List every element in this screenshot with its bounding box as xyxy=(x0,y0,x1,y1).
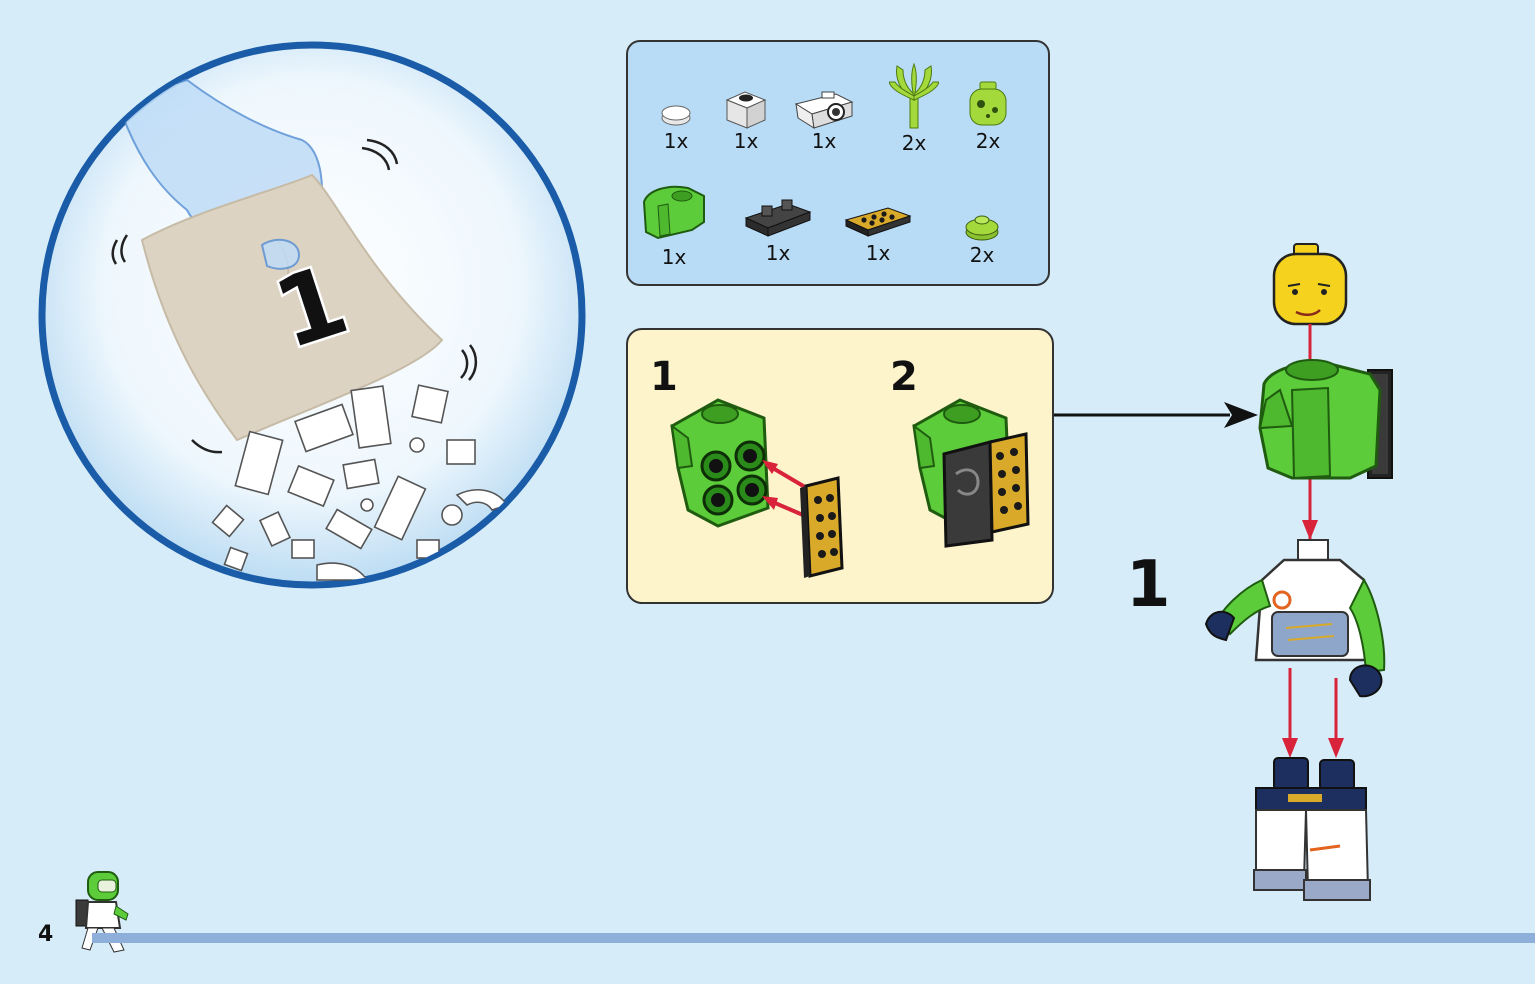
part-qty: 1x xyxy=(661,245,687,269)
step-number: 1 xyxy=(1126,548,1171,622)
substep-number: 2 xyxy=(890,354,918,400)
part-qty: 1x xyxy=(663,129,689,153)
part-item: 1x xyxy=(738,192,818,264)
part-item: 1x xyxy=(634,182,714,268)
page-number: 4 xyxy=(38,922,54,947)
part-item: 1x xyxy=(838,200,918,264)
minifig-runner-icon xyxy=(75,871,129,953)
camera-white-icon xyxy=(794,91,854,129)
minifig-head-lime-icon xyxy=(969,81,1007,126)
part-qty: 2x xyxy=(975,129,1001,153)
minifigure-assembly xyxy=(1204,243,1393,901)
part-qty: 1x xyxy=(811,129,837,153)
part-qty: 1x xyxy=(865,241,891,265)
part-qty: 2x xyxy=(969,243,995,267)
round-tile-white-icon xyxy=(661,105,691,126)
part-item: 1x xyxy=(706,86,786,152)
armor-bright-green-icon xyxy=(642,185,705,240)
part-qty: 1x xyxy=(765,241,791,265)
part-item: 1x xyxy=(636,100,716,152)
part-item: 2x xyxy=(874,62,954,154)
part-qty: 2x xyxy=(901,131,927,155)
page-footer-bar xyxy=(92,933,1535,943)
printed-tile-gold-icon xyxy=(844,207,912,237)
minifig-head xyxy=(1272,243,1348,326)
substep-2-illustration xyxy=(912,398,1030,548)
substep-1-illustration xyxy=(670,398,844,578)
substep-panel: 1 2 xyxy=(626,328,1054,604)
callout-arrow xyxy=(1054,402,1258,428)
parts-list-panel: 1x 1x 1x 2x xyxy=(626,40,1050,286)
plant-frond-lime-icon xyxy=(889,62,939,129)
bag-opening-illustration: 1 xyxy=(38,41,586,589)
part-qty: 1x xyxy=(733,129,759,153)
part-item: 1x xyxy=(784,86,864,152)
plate-clip-black-icon xyxy=(744,199,812,237)
part-item: 2x xyxy=(948,80,1028,152)
round-plate-lime-icon xyxy=(965,215,999,241)
part-item: 2x xyxy=(942,208,1022,266)
substep-number: 1 xyxy=(650,354,678,400)
brick-1x1-white-icon xyxy=(725,91,767,129)
